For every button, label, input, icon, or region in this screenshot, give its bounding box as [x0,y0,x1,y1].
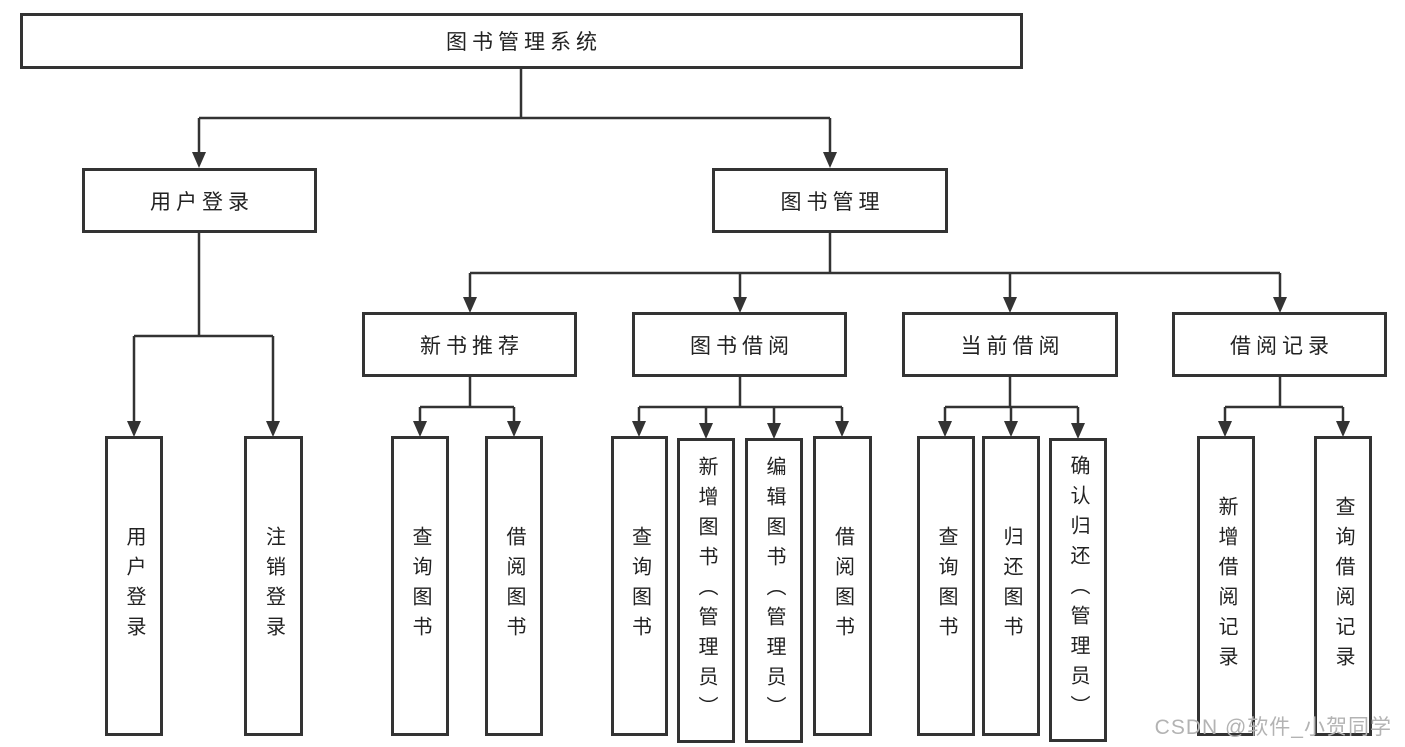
node-user-login-group: 用户登录 [82,168,317,233]
node-leaf-logout: 注销登录 [244,436,303,736]
node-leaf-cb-confirm-return-admin: 确认归还（管理员） [1049,438,1107,742]
node-leaf-user-login: 用户登录 [105,436,163,736]
node-current-borrowing: 当前借阅 [902,312,1118,377]
node-leaf-nbr-query-books: 查询图书 [391,436,449,736]
node-leaf-cb-query-books: 查询图书 [917,436,975,736]
node-leaf-nbr-borrow-books: 借阅图书 [485,436,543,736]
node-book-borrowing: 图书借阅 [632,312,847,377]
node-book-management-group: 图书管理 [712,168,948,233]
node-leaf-bb-edit-books-admin: 编辑图书（管理员） [745,438,803,743]
node-root-system: 图书管理系统 [20,13,1023,69]
node-borrowing-records: 借阅记录 [1172,312,1387,377]
node-new-book-recommend: 新书推荐 [362,312,577,377]
node-leaf-br-query-record: 查询借阅记录 [1314,436,1372,736]
node-leaf-bb-borrow-books: 借阅图书 [813,436,872,736]
watermark: CSDN @软件_小贺同学 [1154,716,1392,739]
node-leaf-bb-add-books-admin: 新增图书（管理员） [677,438,735,743]
node-leaf-cb-return-books: 归还图书 [982,436,1040,736]
node-leaf-bb-query-books: 查询图书 [611,436,668,736]
node-leaf-br-add-record: 新增借阅记录 [1197,436,1255,736]
